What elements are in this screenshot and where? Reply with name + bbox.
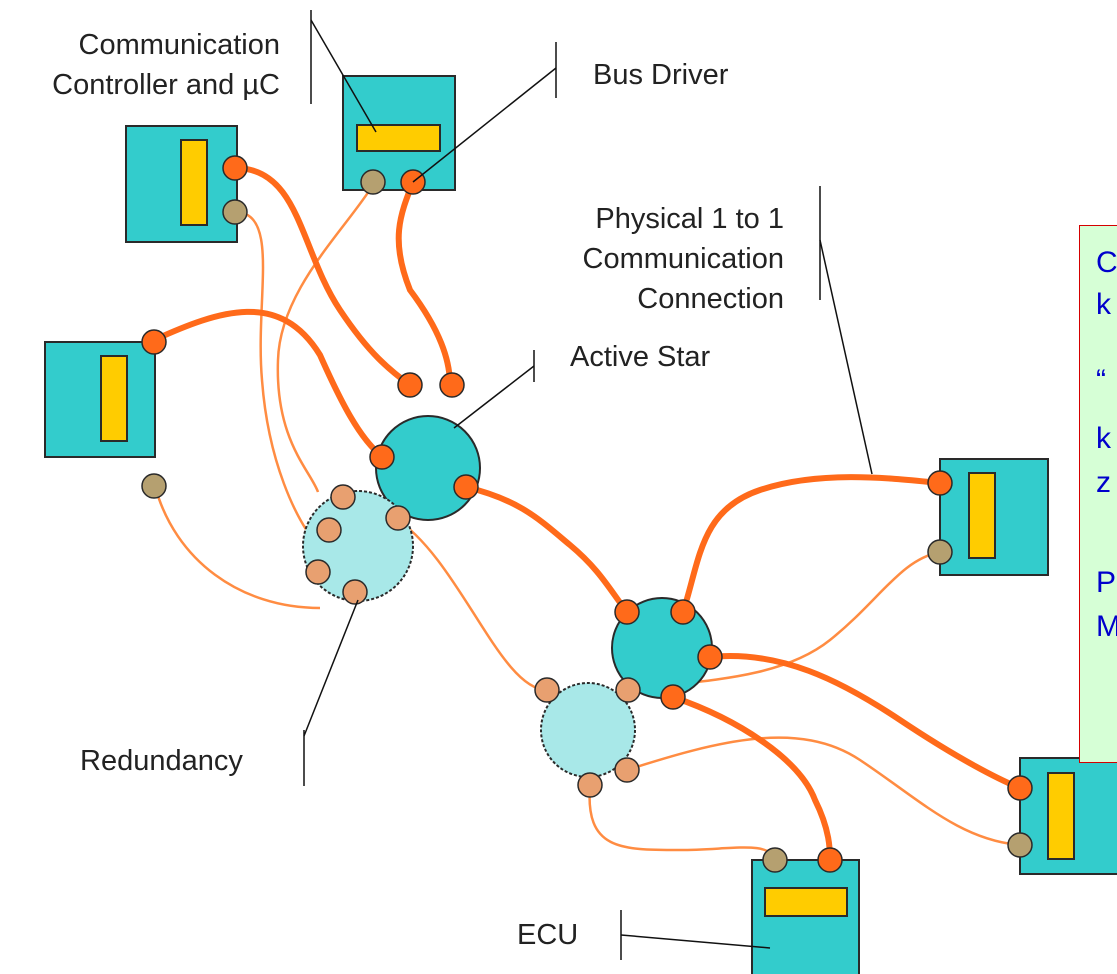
redundant-cable xyxy=(236,210,321,549)
label-ecu: ECU xyxy=(517,919,578,951)
connector xyxy=(385,505,411,531)
connector xyxy=(369,444,395,470)
redundant-cable xyxy=(394,516,548,692)
controller-chip xyxy=(100,355,128,442)
connector xyxy=(697,644,723,670)
connector xyxy=(1007,832,1033,858)
primary-cable xyxy=(151,308,386,460)
connector xyxy=(316,517,342,543)
diagram-labels: Communication Controller and µC Bus Driv… xyxy=(52,29,784,951)
label-redundancy: Redundancy xyxy=(80,745,243,777)
connector xyxy=(397,372,423,398)
connectors-redundancy-stars xyxy=(305,484,641,798)
controller-chip xyxy=(356,124,441,152)
primary-cable xyxy=(234,165,413,388)
controller-chip xyxy=(968,472,996,559)
redundant-cable xyxy=(276,184,375,493)
redundant-cable xyxy=(588,784,777,861)
label-bus-driver: Bus Driver xyxy=(593,59,729,91)
controller-chip xyxy=(764,887,848,917)
connector xyxy=(222,199,248,225)
primary-cable xyxy=(670,694,833,863)
connector xyxy=(439,372,465,398)
primary-cable xyxy=(463,484,630,615)
note-fragment: C xyxy=(1096,246,1117,279)
ecu-node-left-mid xyxy=(44,341,156,458)
connector xyxy=(577,772,603,798)
callout-lines xyxy=(303,10,873,960)
primary-channel-cables xyxy=(151,165,1023,863)
note-fragment: k xyxy=(1096,422,1111,455)
label-physical-line1: Physical 1 to 1 xyxy=(595,203,784,235)
connector xyxy=(330,484,356,510)
primary-cable xyxy=(707,653,1023,791)
redundant-cable xyxy=(626,736,1021,847)
connector xyxy=(222,155,248,181)
note-fragment: “ xyxy=(1096,364,1106,397)
redundant-cable xyxy=(153,485,321,610)
connector xyxy=(615,677,641,703)
connector xyxy=(817,847,843,873)
label-physical-line3: Connection xyxy=(637,283,784,315)
connector xyxy=(762,847,788,873)
controller-chip xyxy=(180,139,208,226)
connector xyxy=(614,599,640,625)
redundancy-star-bottom xyxy=(540,682,636,778)
connector xyxy=(305,559,331,585)
note-fragment: M xyxy=(1096,610,1117,644)
connector xyxy=(342,579,368,605)
ecu-node-right-bottom xyxy=(1019,757,1117,875)
connector xyxy=(1007,775,1033,801)
note-fragment: P xyxy=(1096,566,1117,599)
ecu-node-right-mid xyxy=(939,458,1049,576)
connector xyxy=(360,169,386,195)
connector xyxy=(141,329,167,355)
note-fragment: k xyxy=(1096,288,1111,321)
note-fragment: z xyxy=(1096,466,1111,499)
note-box: C k “ k z P M xyxy=(1079,225,1117,763)
connector xyxy=(614,757,640,783)
connectors-active xyxy=(141,155,1033,873)
connector xyxy=(453,474,479,500)
connectors-redundant xyxy=(141,169,1033,873)
label-active-star: Active Star xyxy=(570,341,711,373)
primary-cable xyxy=(680,474,943,615)
label-physical-line2: Communication xyxy=(583,243,784,275)
primary-cable xyxy=(395,179,453,388)
controller-chip xyxy=(1047,772,1075,860)
ecu-node-bottom xyxy=(751,859,860,974)
connector xyxy=(534,677,560,703)
label-comm-controller-line2: Controller and µC xyxy=(52,69,280,101)
connector xyxy=(660,684,686,710)
connector xyxy=(670,599,696,625)
connector xyxy=(927,539,953,565)
connector xyxy=(141,473,167,499)
ecu-node-left-top xyxy=(125,125,238,243)
ecu-node-bus-driver xyxy=(342,75,456,191)
label-comm-controller-line1: Communication xyxy=(79,29,280,61)
connector xyxy=(927,470,953,496)
